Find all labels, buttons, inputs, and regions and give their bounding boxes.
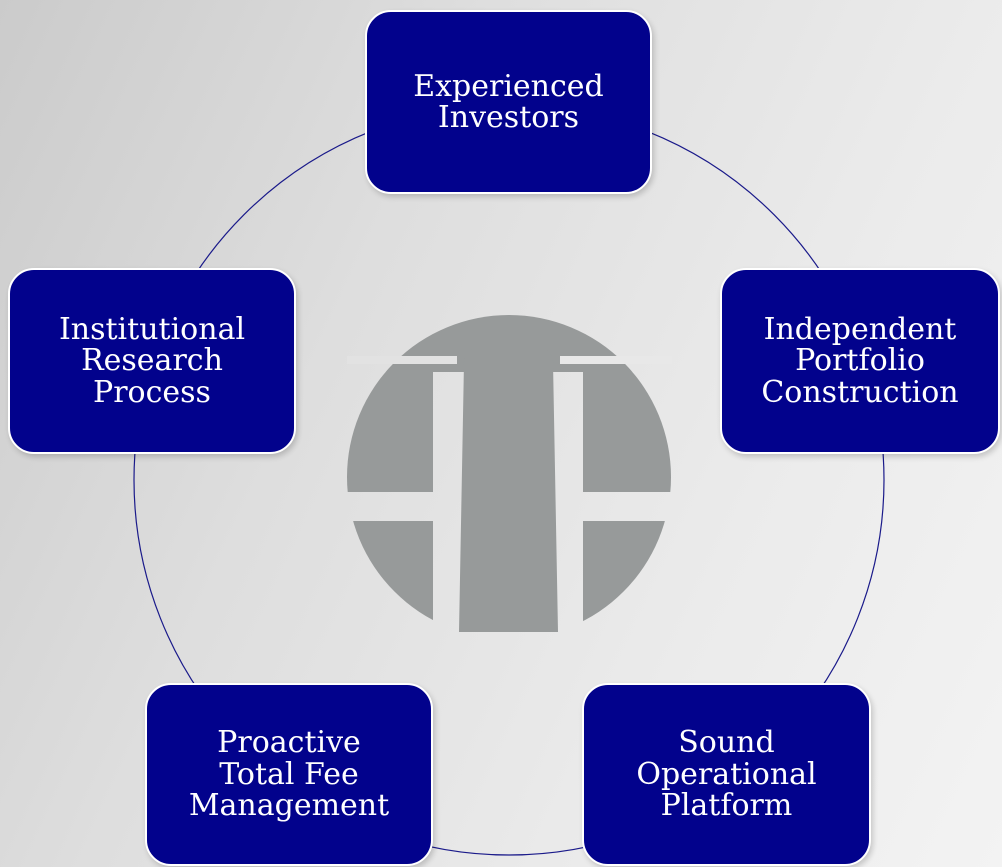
node-sound-operational-platform: Sound Operational Platform [582,683,871,866]
node-label: Proactive Total Fee Management [188,725,390,824]
node-institutional-research-process: Institutional Research Process [8,268,296,454]
building-emblem-logo [347,315,672,639]
node-proactive-total-fee-management: Proactive Total Fee Management [145,683,433,866]
node-independent-portfolio-construction: Independent Portfolio Construction [720,268,1000,454]
node-label: Independent Portfolio Construction [761,311,959,410]
node-label: Sound Operational Platform [636,725,817,824]
node-label: Experienced Investors [413,68,604,135]
node-experienced-investors: Experienced Investors [365,10,652,194]
node-label: Institutional Research Process [58,311,246,410]
